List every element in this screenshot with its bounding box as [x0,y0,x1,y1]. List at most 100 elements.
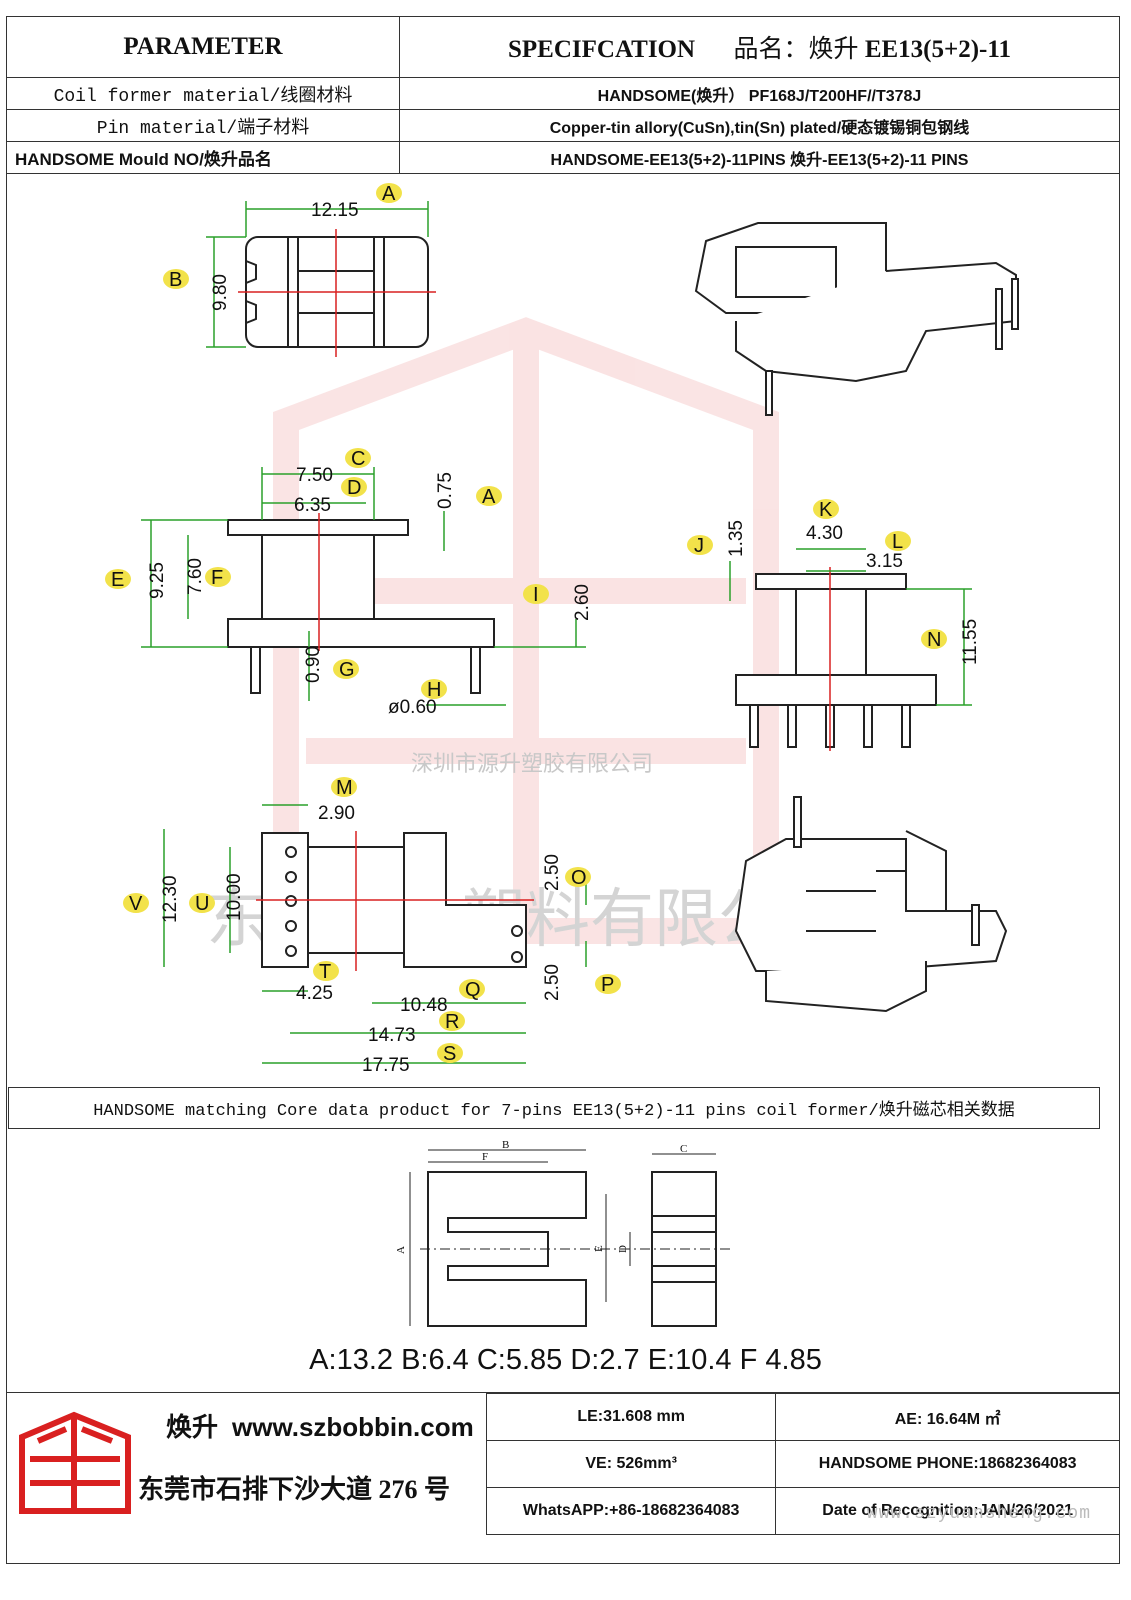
website-link[interactable]: www.szbobbin.com [232,1412,474,1442]
dim-a: 12.15 [311,200,359,221]
dim-a2: 0.75 [435,472,456,509]
svg-text:O: O [571,867,587,889]
marker-r: R [439,1011,465,1033]
dim-f: 7.60 [185,558,206,595]
footer: 焕升 www.szbobbin.com 东莞市石排下沙大道 276 号 LE:31… [6,1392,1120,1535]
svg-text:M: M [336,777,353,799]
product-model: EE13(5+2)-11 [864,36,1012,63]
svg-text:F: F [211,567,223,589]
marker-a-front: A [476,486,502,508]
watermark-url: www.szyuansheng.com [866,1504,1091,1524]
top-view-dims [206,201,429,348]
marker-j: J [687,535,713,557]
dim-p: 2.50 [542,964,563,1001]
company-logo [19,1411,131,1514]
core-data-title: HANDSOME matching Core data product for … [8,1087,1100,1129]
dim-i: 2.60 [572,584,593,621]
parameter-table: PARAMETER SPECIFCATION 品名：焕升 EE13(5+2)-1… [6,16,1120,174]
isometric-top [694,222,1019,416]
specification-heading: SPECIFCATION 品名：焕升 EE13(5+2)-11 [399,16,1120,78]
marker-v: V [123,893,149,915]
marker-m: M [331,777,357,799]
marker-t: T [313,961,339,983]
side-view [735,567,937,751]
svg-text:G: G [339,659,355,681]
core-drawing: A B C D E F [395,1139,730,1327]
marker-b: B [163,269,189,291]
mould-no-value: HANDSOME-EE13(5+2)-11PINS 焕升-EE13(5+2)-1… [399,141,1120,174]
svg-text:N: N [927,629,941,651]
marker-h: H [421,679,447,701]
dim-s: 17.75 [362,1055,410,1076]
coil-material-label: Coil former material/线圈材料 [6,77,400,110]
dim-l: 3.15 [866,551,903,572]
svg-text:V: V [129,893,143,915]
product-name-label: 品名：焕升 [733,36,859,63]
front-view [227,513,495,694]
core-dims [409,1149,730,1326]
marker-g: G [333,659,359,681]
core-letter-f: F [482,1151,488,1163]
front-view-dims [141,467,586,706]
svg-text:C: C [351,448,365,470]
core-letters: A B C D E F [395,1139,687,1254]
marker-l: L [885,531,911,553]
svg-text:U: U [195,893,209,915]
phone-value: HANDSOME PHONE:18682364083 [775,1440,1120,1488]
marker-e: E [105,569,131,591]
marker-s: S [437,1043,463,1065]
svg-text:R: R [445,1011,459,1033]
company-address: 东莞市石排下沙大道 276 号 [138,1475,451,1504]
dim-e: 9.25 [147,562,168,599]
pin-material-value: Copper-tin allory(CuSn),tin(Sn) plated/硬… [399,109,1120,142]
marker-u: U [189,893,215,915]
svg-text:S: S [443,1043,456,1065]
dim-v: 12.30 [160,875,181,923]
date-value: Date of Recognition:JAN/26/2021 [775,1487,1120,1535]
bottom-view-dims [163,804,587,1064]
ae-value: AE: 16.64M ㎡ [775,1393,1120,1441]
whatsapp-value: WhatsAPP:+86-18682364083 [485,1487,777,1535]
top-view [238,229,436,357]
dim-m: 2.90 [318,803,355,824]
core-letter-a: A [395,1246,407,1254]
dim-r: 14.73 [368,1025,416,1046]
svg-text:E: E [111,569,124,591]
dim-j: 1.35 [726,520,747,557]
dim-g: 0.90 [303,646,324,683]
svg-text:H: H [427,679,441,701]
core-params-table: LE:31.608 mm AE: 16.64M ㎡ VE: 526mm³ HAN… [485,1393,1120,1535]
brand-name: 焕升 [166,1413,219,1442]
svg-text:P: P [601,974,614,996]
isometric-bottom [734,796,1008,1013]
marker-i: I [523,584,549,606]
bottom-view [256,831,534,971]
svg-text:B: B [169,269,182,291]
mould-no-label: HANDSOME Mould NO/焕升品名 [6,141,400,174]
dim-b: 9.80 [210,274,231,311]
dim-u: 10.00 [224,873,245,921]
marker-c: C [345,448,371,470]
core-letter-e: E [593,1245,605,1252]
dim-q: 10.48 [400,995,448,1016]
dim-n: 11.55 [960,619,981,665]
dim-o: 2.50 [542,854,563,891]
marker-a: A [376,183,402,205]
letter-markers: A B C D A E F G H I J K L N M V U T O P … [105,183,947,1065]
marker-o: O [565,867,591,889]
svg-text:Q: Q [465,979,481,1001]
svg-text:L: L [892,531,903,553]
svg-text:J: J [694,535,704,557]
svg-text:D: D [347,477,361,499]
svg-text:A: A [482,486,496,508]
dim-d: 6.35 [294,495,331,516]
pin-material-label: Pin material/端子材料 [6,109,400,142]
svg-text:K: K [819,499,833,521]
marker-d: D [341,477,367,499]
brand-line: 焕升 www.szbobbin.com [166,1407,474,1444]
spec-label: SPECIFCATION [507,36,696,63]
core-letter-c: C [680,1143,687,1155]
dim-t: 4.25 [296,983,333,1004]
svg-text:T: T [319,961,331,983]
dim-h: ø0.60 [388,697,437,718]
